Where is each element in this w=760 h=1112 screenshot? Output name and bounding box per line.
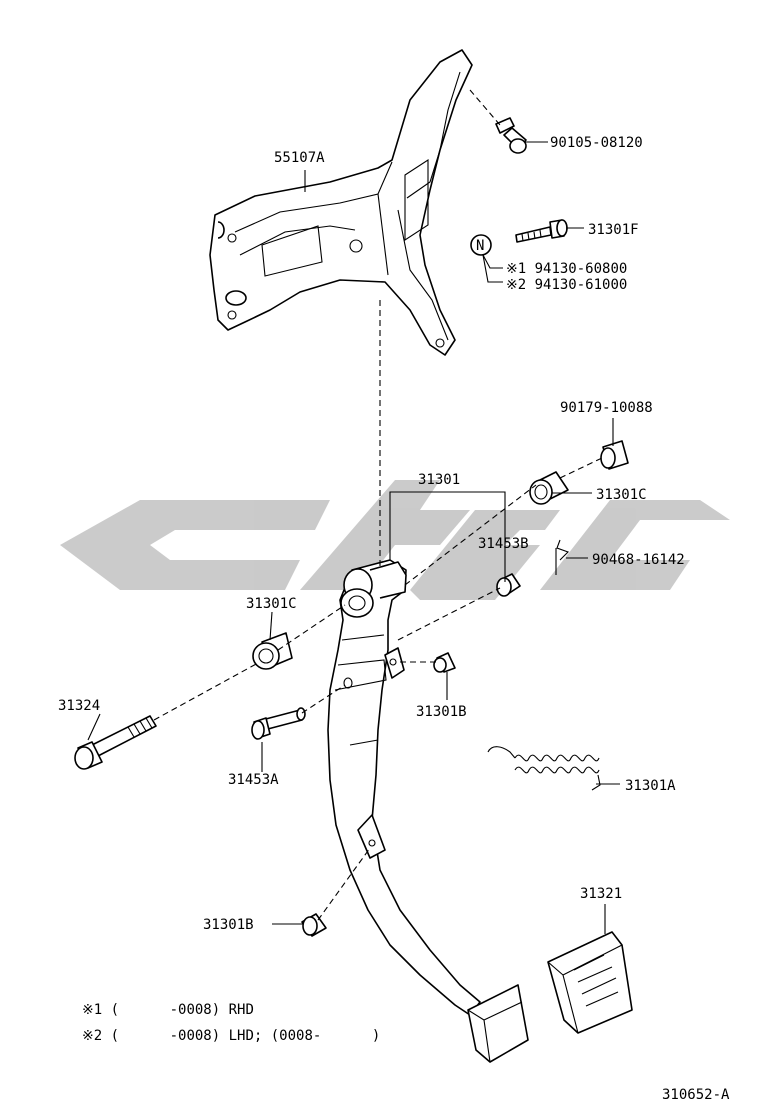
cushion-lower	[301, 913, 327, 937]
clip	[555, 539, 569, 575]
label-31301c-right: 31301C	[596, 487, 647, 503]
assembly-dashed-lines	[153, 89, 603, 921]
svg-text:N: N	[476, 238, 484, 254]
label-31321: 31321	[580, 886, 622, 902]
label-nut-variant-1: ※1 94130-60800	[506, 261, 627, 277]
bracket-bolt	[495, 117, 527, 154]
pedal-end	[467, 984, 529, 1063]
footnotes: ※1 ( -0008) RHD ※2 ( -0008) LHD; (0008- …	[82, 1002, 380, 1044]
label-31301: 31301	[418, 472, 460, 488]
watermark-logo	[60, 480, 730, 600]
brake-pedal-arm	[327, 559, 481, 1016]
label-90105-08120: 90105-08120	[550, 135, 643, 151]
part-labels: 55107A 90105-08120 31301F ※1 94130-60800…	[58, 135, 685, 933]
clevis-pin	[251, 707, 306, 740]
label-90468-16142: 90468-16142	[592, 552, 685, 568]
leader-lines	[87, 141, 620, 934]
nut-marker: N	[470, 234, 492, 256]
pivot-bolt	[74, 715, 157, 770]
label-31301c-left: 31301C	[246, 596, 297, 612]
label-31301a: 31301A	[625, 778, 676, 794]
label-31453a: 31453A	[228, 772, 279, 788]
label-31301f: 31301F	[588, 222, 639, 238]
pedal-bracket	[209, 49, 473, 356]
figure-code: 310652-A	[662, 1087, 730, 1103]
label-31301b-lower: 31301B	[203, 917, 254, 933]
label-55107a: 55107A	[274, 150, 325, 166]
label-90179-10088: 90179-10088	[560, 400, 653, 416]
bushing-inner	[496, 573, 521, 597]
return-spring	[487, 746, 601, 791]
footnote-2: ※2 ( -0008) LHD; (0008- )	[82, 1028, 380, 1044]
footnote-1: ※1 ( -0008) RHD	[82, 1002, 254, 1018]
label-31324: 31324	[58, 698, 100, 714]
collar-nut	[600, 440, 629, 470]
stopper-bolt	[515, 219, 568, 243]
label-31453b: 31453B	[478, 536, 529, 552]
label-31301b-upper: 31301B	[416, 704, 467, 720]
cushion-upper	[433, 652, 456, 673]
label-nut-variant-2: ※2 94130-61000	[506, 277, 627, 293]
pedal-pad	[547, 931, 633, 1034]
bushing-left	[252, 632, 293, 670]
